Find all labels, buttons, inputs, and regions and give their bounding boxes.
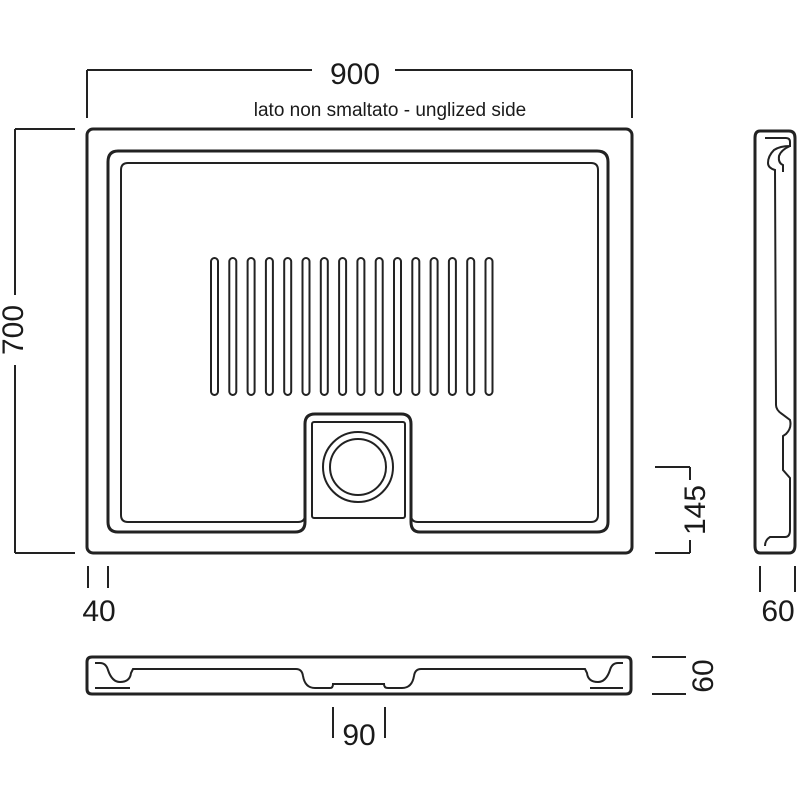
basin-outline-inner-left [120,162,306,523]
basin-outline-outer [106,149,610,534]
anti-slip-slot [246,257,256,396]
basin-outline-inner [128,162,599,523]
anti-slip-slots [210,257,494,396]
front-section-view: 60 90 [85,655,720,752]
width-value: 900 [330,58,380,91]
anti-slip-slot [228,257,238,396]
anti-slip-slot [447,257,457,396]
anti-slip-slot [374,257,384,396]
rim-dimension: 40 [82,566,116,628]
depth-value: 700 [0,305,30,355]
unglazed-side-label: lato non smaltato - unglized side [254,100,527,121]
drain-offset-dimension: 145 [655,466,712,554]
depth-dimension: 700 [0,128,75,554]
width-dimension: 900 [86,58,633,118]
anti-slip-slot [264,257,274,396]
side-height-value: 60 [761,595,794,628]
anti-slip-slot [393,257,402,396]
front-profile-outer [85,655,633,696]
drain-offset-value: 145 [679,485,712,535]
side-profile-lip [777,145,791,172]
anti-slip-slot [466,257,476,396]
tray-outline [85,127,634,555]
anti-slip-slot [210,257,219,396]
anti-slip-slot [356,257,366,396]
plan-view: lato non smaltato - unglized side [85,100,634,555]
side-profile-inner [764,137,792,547]
side-section-view: 60 [753,129,797,628]
anti-slip-slot [411,257,421,396]
rim-value: 40 [82,595,115,628]
drain-recess [311,421,406,519]
anti-slip-slot [484,257,494,396]
anti-slip-slot [283,257,293,396]
anti-slip-slot [319,257,329,396]
drain-outer-ring [322,431,394,503]
front-height-value: 60 [687,659,720,692]
side-profile-outer [753,129,797,555]
drain-width-value: 90 [342,719,375,752]
drain-inner-ring [329,438,387,496]
anti-slip-slot [338,257,348,396]
anti-slip-slot [429,257,439,396]
anti-slip-slot [301,257,311,396]
